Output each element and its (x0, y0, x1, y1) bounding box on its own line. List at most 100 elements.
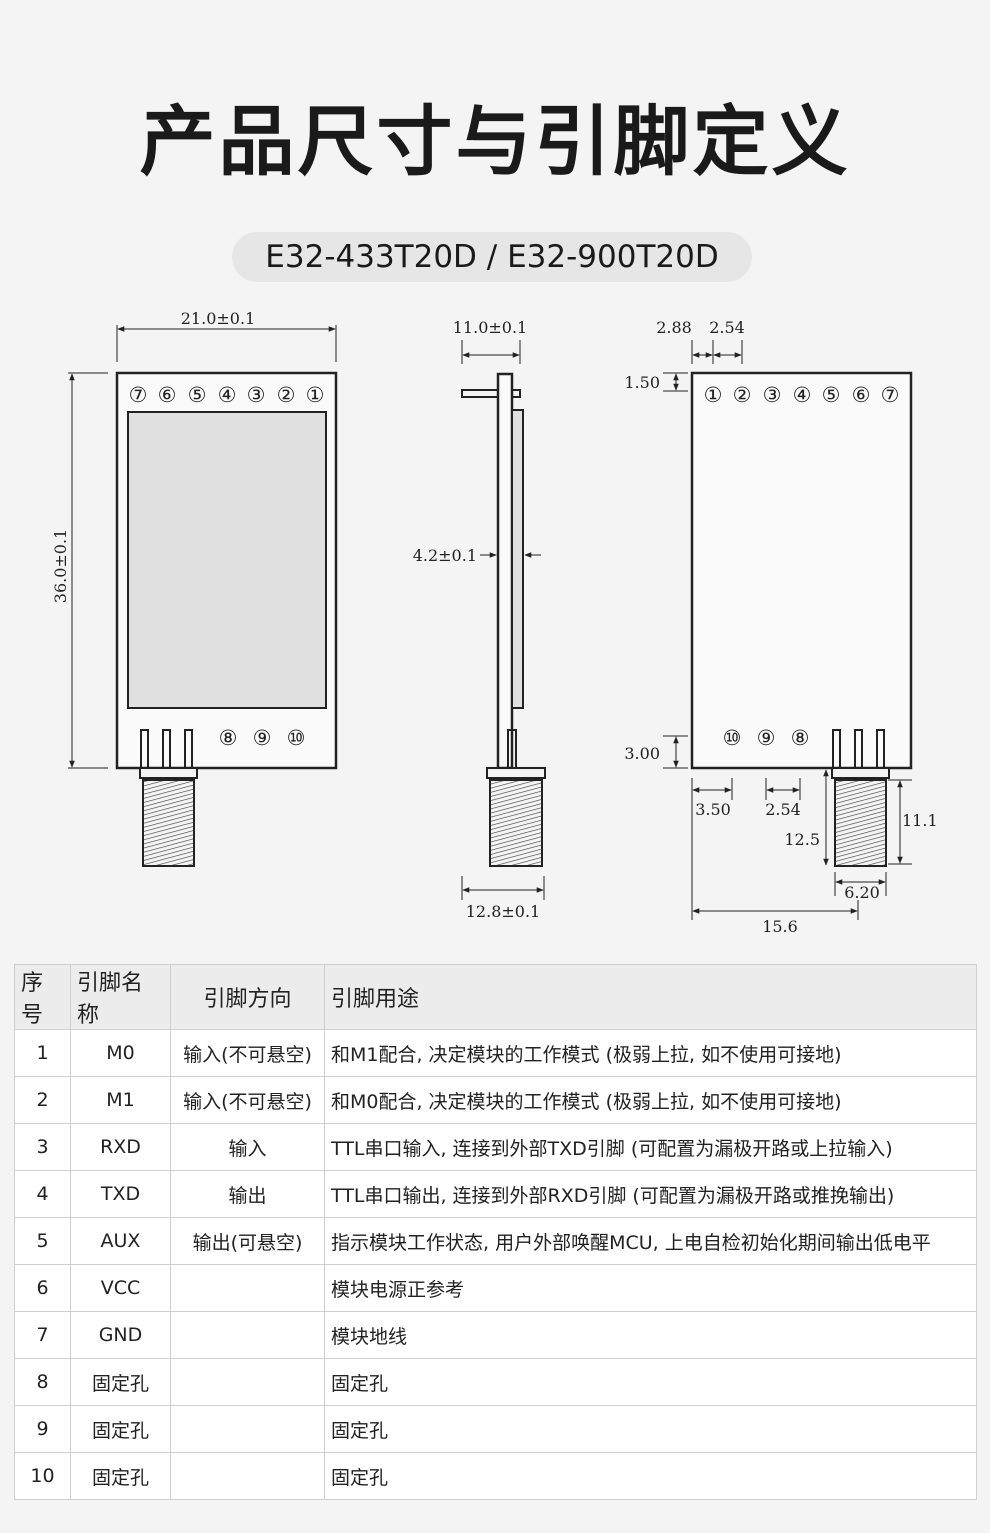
page-title: 产品尺寸与引脚定义 (139, 97, 851, 186)
side-shield (511, 409, 524, 709)
cell-direction (170, 1405, 325, 1453)
pin-label: ② (277, 383, 296, 407)
back-view: 2.88 2.54 1.50 ① ② ③ ④ ⑤ ⑥ ⑦ ⑩ ⑨ ⑧ (624, 318, 937, 936)
cell-index: 3 (14, 1123, 71, 1171)
cell-usage: 和M0配合, 决定模块的工作模式 (极弱上拉, 如不使用可接地) (324, 1076, 977, 1124)
cell-pin-name: 固定孔 (70, 1405, 171, 1453)
front-height-label: 36.0±0.1 (51, 529, 70, 603)
cell-direction: 输入(不可悬空) (170, 1076, 325, 1124)
cell-index: 5 (14, 1217, 71, 1265)
cell-usage: 和M1配合, 决定模块的工作模式 (极弱上拉, 如不使用可接地) (324, 1029, 977, 1077)
pin-label: ① (306, 383, 325, 407)
pin-label: ⑥ (852, 383, 871, 407)
pin-label: ⑥ (158, 383, 177, 407)
cell-index: 10 (14, 1452, 71, 1500)
cell-direction: 输入 (170, 1123, 325, 1171)
cell-direction: 输入(不可悬空) (170, 1029, 325, 1077)
back-antenna-pos-label: 12.5 (784, 830, 820, 849)
pin-label: ④ (793, 383, 812, 407)
cell-direction: 输出(可悬空) (170, 1217, 325, 1265)
back-antenna-len-label: 11.1 (902, 811, 938, 830)
cell-usage: 模块电源正参考 (324, 1264, 977, 1312)
front-bottom-pins: ⑧ ⑨ ⑩ (219, 726, 306, 750)
table-header-row: 序号 引脚名称 引脚方向 引脚用途 (14, 964, 977, 1030)
back-sma-thread (834, 779, 887, 867)
header-index: 序号 (14, 964, 71, 1030)
front-shield (127, 411, 327, 709)
header-usage: 引脚用途 (324, 964, 977, 1030)
cell-index: 9 (14, 1405, 71, 1453)
header-pin-name: 引脚名称 (70, 964, 171, 1030)
side-bottom-label: 12.8±0.1 (466, 902, 540, 921)
back-sma-base (831, 767, 890, 779)
cell-pin-name: GND (70, 1311, 171, 1359)
front-sma-base (139, 767, 198, 779)
cell-usage: 固定孔 (324, 1405, 977, 1453)
pin-label: ⑤ (822, 383, 841, 407)
front-width-label: 21.0±0.1 (181, 309, 255, 328)
cell-index: 1 (14, 1029, 71, 1077)
cell-pin-name: RXD (70, 1123, 171, 1171)
back-bottom-offset-label: 3.00 (624, 744, 660, 763)
pin-label: ⑧ (219, 726, 238, 750)
cell-direction (170, 1358, 325, 1406)
pin-label: ⑨ (253, 726, 272, 750)
cell-pin-name: VCC (70, 1264, 171, 1312)
back-left-offset-label: 3.50 (695, 800, 731, 819)
cell-index: 7 (14, 1311, 71, 1359)
cell-index: 8 (14, 1358, 71, 1406)
pin-label: ⑩ (723, 726, 742, 750)
cell-usage: 模块地线 (324, 1311, 977, 1359)
pin-label: ⑤ (188, 383, 207, 407)
cell-pin-name: AUX (70, 1217, 171, 1265)
back-bottom-pins: ⑩ ⑨ ⑧ (723, 726, 810, 750)
front-connector-pins (140, 729, 193, 768)
cell-pin-name: M1 (70, 1076, 171, 1124)
cell-direction (170, 1311, 325, 1359)
pin-label: ③ (763, 383, 782, 407)
front-view: 21.0±0.1 36.0±0.1 ⑦ ⑥ ⑤ ④ ③ ② ① ⑧ ⑨ ⑩ (51, 309, 338, 867)
header-direction: 引脚方向 (170, 964, 325, 1030)
front-top-pins: ⑦ ⑥ ⑤ ④ ③ ② ① (129, 383, 325, 407)
cell-pin-name: 固定孔 (70, 1358, 171, 1406)
back-bottom-pitch-label: 2.54 (765, 800, 801, 819)
side-sma-thread (489, 779, 543, 867)
side-top-label: 11.0±0.1 (453, 318, 527, 337)
cell-usage: 固定孔 (324, 1452, 977, 1500)
side-pcb (496, 372, 514, 770)
cell-index: 4 (14, 1170, 71, 1218)
pin-label: ⑨ (757, 726, 776, 750)
cell-index: 2 (14, 1076, 71, 1124)
back-connector-pins (832, 729, 885, 768)
cell-pin-name: TXD (70, 1170, 171, 1218)
cell-direction (170, 1264, 325, 1312)
side-view: 11.0±0.1 4.2±0.1 12.8±0.1 (413, 318, 546, 921)
pin-label: ④ (218, 383, 237, 407)
pin-label: ⑩ (287, 726, 306, 750)
cell-usage: TTL串口输入, 连接到外部TXD引脚 (可配置为漏极开路或上拉输入) (324, 1123, 977, 1171)
back-top-offset-label: 1.50 (624, 373, 660, 392)
model-badge: E32-433T20D / E32-900T20D (232, 232, 752, 282)
cell-direction: 输出 (170, 1170, 325, 1218)
side-sma-base (486, 767, 546, 779)
cell-direction (170, 1452, 325, 1500)
pin-label: ③ (247, 383, 266, 407)
side-pin-header (461, 389, 521, 398)
cell-pin-name: 固定孔 (70, 1452, 171, 1500)
pin-label: ② (733, 383, 752, 407)
front-sma-thread (142, 779, 195, 867)
pin-label: ⑧ (791, 726, 810, 750)
back-module-body (690, 371, 913, 770)
cell-pin-name: M0 (70, 1029, 171, 1077)
side-thickness-label: 4.2±0.1 (413, 546, 477, 565)
